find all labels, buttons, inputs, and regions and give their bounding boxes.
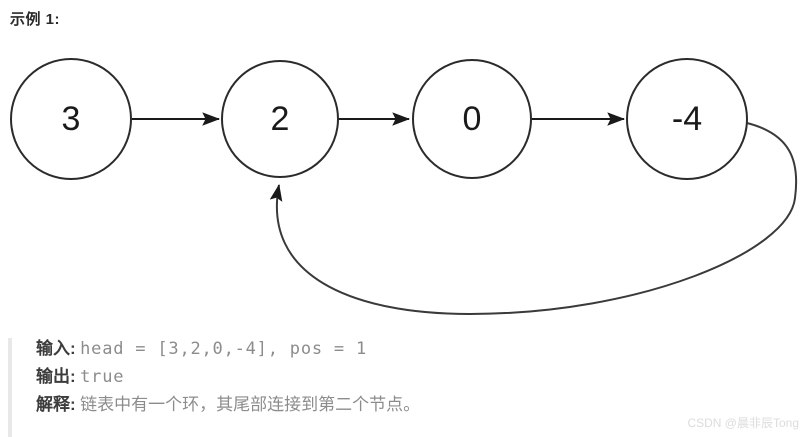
list-node-label: 2: [271, 100, 290, 138]
page-title: 示例 1:: [10, 11, 61, 28]
linked-list-diagram: 3 2 0 -4: [0, 30, 807, 330]
watermark: CSDN @晨非辰Tong: [687, 416, 799, 430]
cycle-edge-node-4-to-node2: [269, 122, 798, 316]
explanation-block: 输入: head = [3,2,0,-4], pos = 1 输出: true …: [0, 336, 807, 437]
output-label: 输出:: [36, 367, 76, 386]
note-label: 解释:: [36, 395, 76, 414]
list-node-2: 2: [221, 60, 339, 178]
note-value: 链表中有一个环，其尾部连接到第二个节点。: [80, 395, 421, 414]
input-line: 输入: head = [3,2,0,-4], pos = 1: [36, 340, 367, 358]
input-label: 输入:: [36, 339, 76, 358]
list-node-label: 0: [463, 100, 482, 138]
note-line: 解释: 链表中有一个环，其尾部连接到第二个节点。: [36, 396, 420, 414]
list-node-0: 0: [412, 59, 532, 179]
list-node-3: 3: [10, 58, 132, 180]
output-line: 输出: true: [36, 368, 124, 386]
output-value: true: [80, 367, 125, 387]
list-node-label: -4: [672, 100, 702, 138]
list-node-label: 3: [62, 100, 81, 138]
input-value: head = [3,2,0,-4], pos = 1: [80, 339, 368, 359]
list-node-minus4: -4: [626, 58, 748, 180]
quote-accent-bar: [8, 338, 12, 437]
